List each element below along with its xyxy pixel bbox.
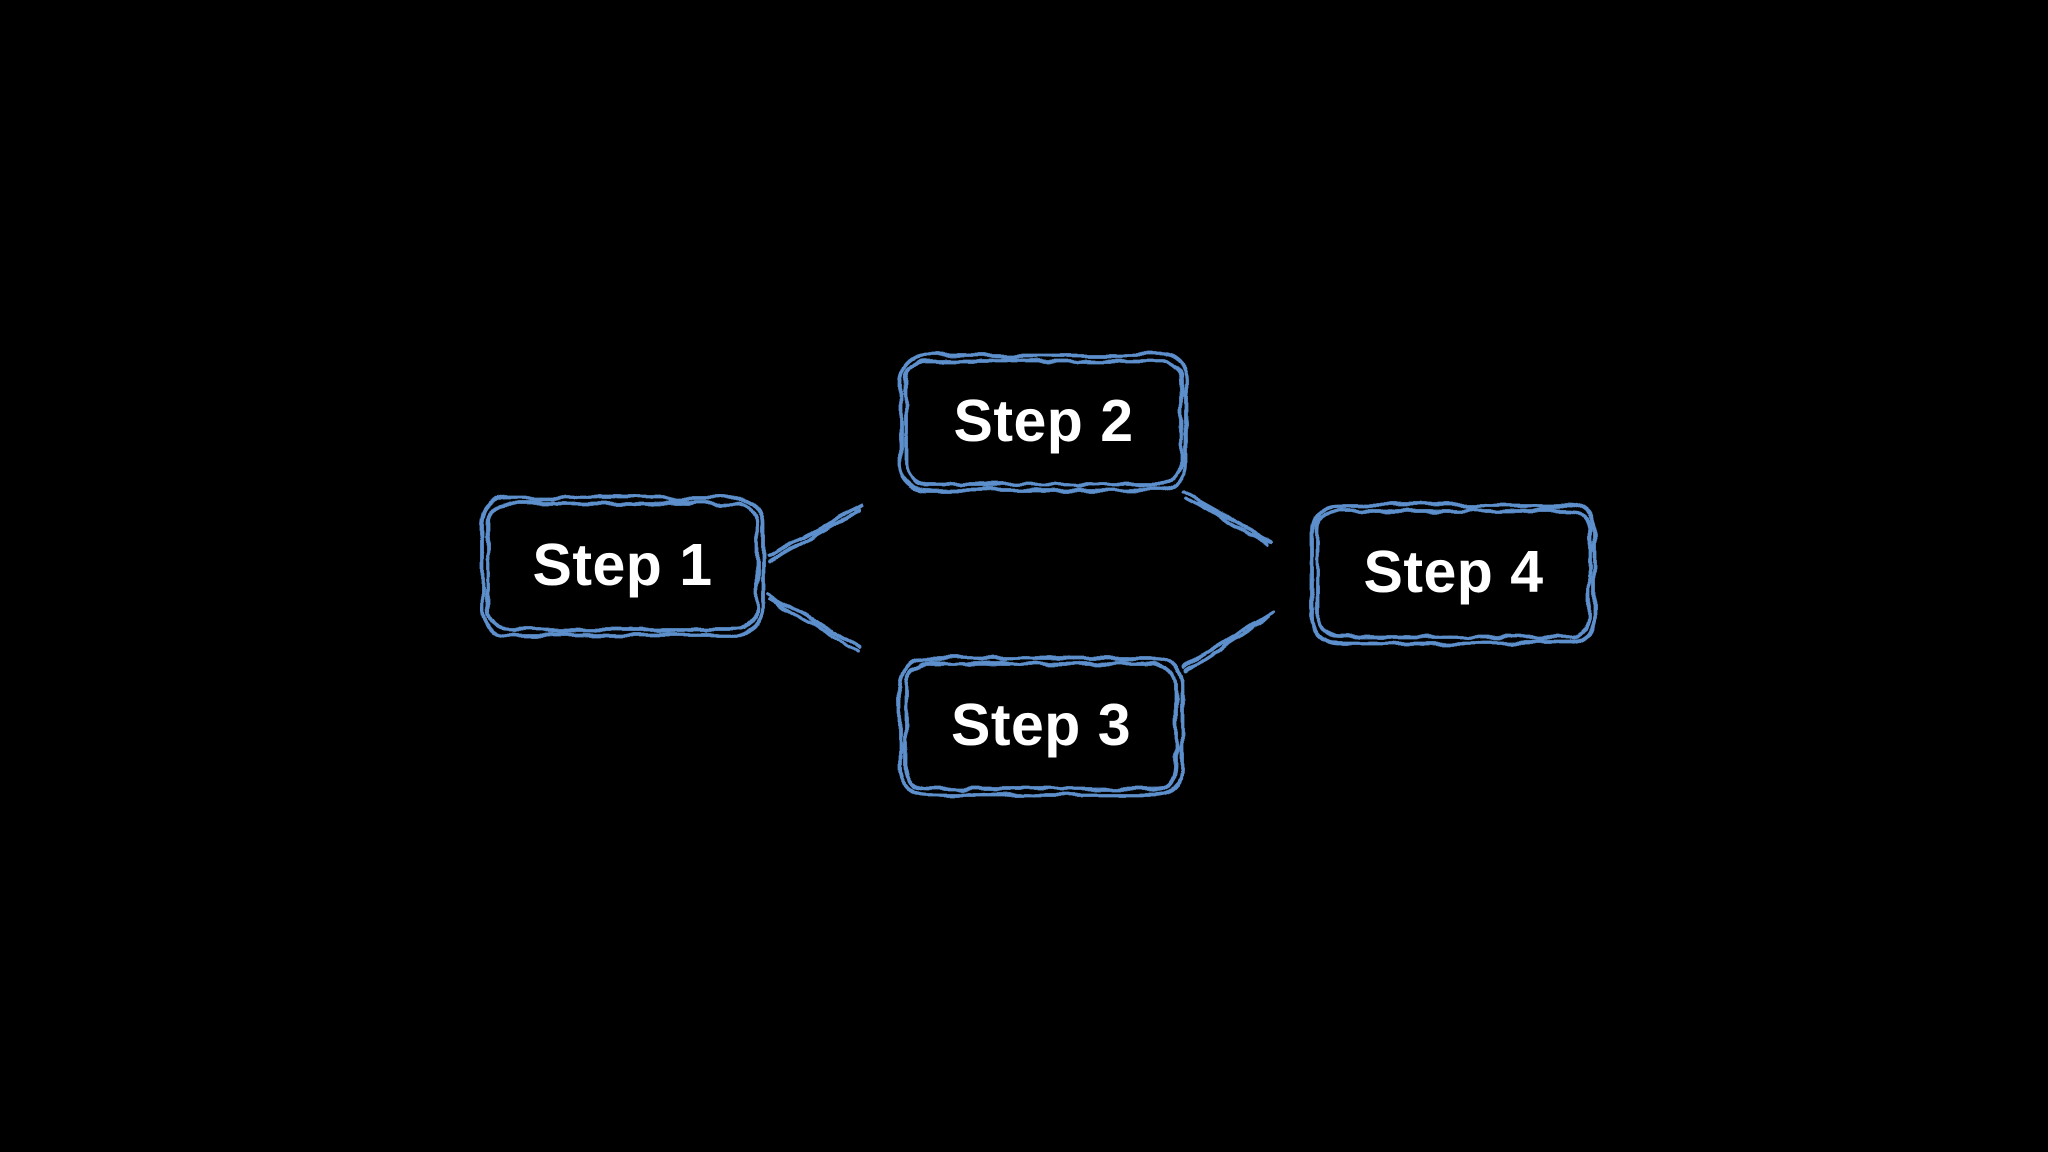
diagram-arrowheads (847, 489, 1307, 668)
edge-step3-step4-arrowhead-icon (1261, 592, 1307, 626)
edge-step1-step3-line-sketch (768, 597, 859, 653)
edge-step1-step3-arrowhead-icon (855, 631, 895, 668)
edge-step1-step3-line (766, 592, 862, 650)
node-step-2-box-inner (904, 359, 1183, 486)
edge-step2-step4-line-sketch (1184, 495, 1270, 546)
node-step-3-box-outer (898, 656, 1184, 797)
edge-step1-step2-arrowhead-icon (847, 489, 893, 521)
edge-step3-step4-line (1182, 610, 1275, 669)
edge-step3-step4-line-sketch (1184, 614, 1272, 673)
node-step-2-box-outer (898, 353, 1189, 492)
edge-step2-step4-arrowhead-icon (1265, 523, 1305, 560)
node-step-1-box-outer (480, 496, 765, 637)
node-step-4-box-inner (1316, 509, 1591, 639)
edge-step2-step4-line (1182, 490, 1273, 543)
node-step-1-box-inner (486, 502, 759, 631)
node-step-3-box-inner (904, 662, 1178, 791)
edge-step1-step2-line-sketch (768, 509, 860, 563)
edge-step1-step2-line (766, 504, 863, 558)
node-step-4-box-outer (1310, 503, 1597, 645)
diagram-strokes (480, 353, 1597, 797)
